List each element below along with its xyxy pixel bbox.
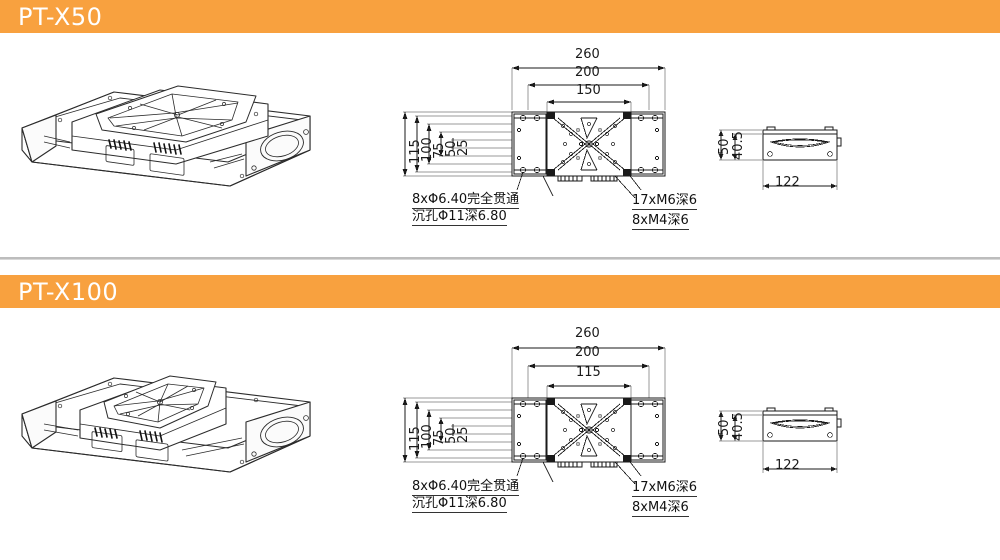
- dimension-label-260: 260: [575, 47, 600, 62]
- product-section-pt-x100: PT-X100: [0, 275, 1000, 560]
- page-title: PT-X50: [18, 3, 103, 31]
- dimension-label-height-50: 50: [717, 419, 732, 436]
- note-counterbore: 沉孔Φ11深6.80: [412, 209, 507, 227]
- dimension-label-150: 150: [576, 83, 601, 98]
- dimension-label-width-122: 122: [775, 175, 800, 190]
- product-section-pt-x50: PT-X50: [0, 0, 1000, 256]
- dimension-label-260: 260: [575, 326, 600, 341]
- note-m4-tap: 8xM4深6: [632, 500, 689, 518]
- note-m6-tap: 17xM6深6: [632, 480, 697, 498]
- note-thru-hole: 8xΦ6.40完全贯通: [412, 192, 520, 210]
- dimension-label-width-122: 122: [775, 458, 800, 473]
- note-m4-tap: 8xM4深6: [632, 213, 689, 231]
- section-header-bar: [0, 0, 1000, 33]
- section-divider-shadow: [0, 259, 1000, 260]
- dimension-label-200: 200: [575, 345, 600, 360]
- dimension-label-25: 25: [456, 139, 471, 156]
- plan-view-pt-x50: [395, 48, 705, 198]
- side-view-pt-x50: [705, 112, 855, 197]
- dimension-label-25: 25: [456, 426, 471, 443]
- iso-view-pt-x100: [10, 340, 330, 500]
- note-m6-tap: 17xM6深6: [632, 193, 697, 211]
- side-view-pt-x100: [705, 393, 855, 483]
- section-divider: [0, 257, 1000, 259]
- note-thru-hole: 8xΦ6.40完全贯通: [412, 479, 520, 497]
- section-header-bar: [0, 275, 1000, 308]
- dimension-label-115: 115: [576, 365, 601, 380]
- note-counterbore: 沉孔Φ11深6.80: [412, 496, 507, 514]
- page-title: PT-X100: [18, 278, 119, 306]
- dimension-label-height-50: 50: [717, 138, 732, 155]
- dimension-label-200: 200: [575, 65, 600, 80]
- iso-view-pt-x50: [10, 58, 330, 208]
- dimension-label-height-40-5: 40.5: [731, 412, 746, 441]
- dimension-label-height-40-5: 40.5: [731, 131, 746, 160]
- plan-view-pt-x100: [395, 328, 705, 488]
